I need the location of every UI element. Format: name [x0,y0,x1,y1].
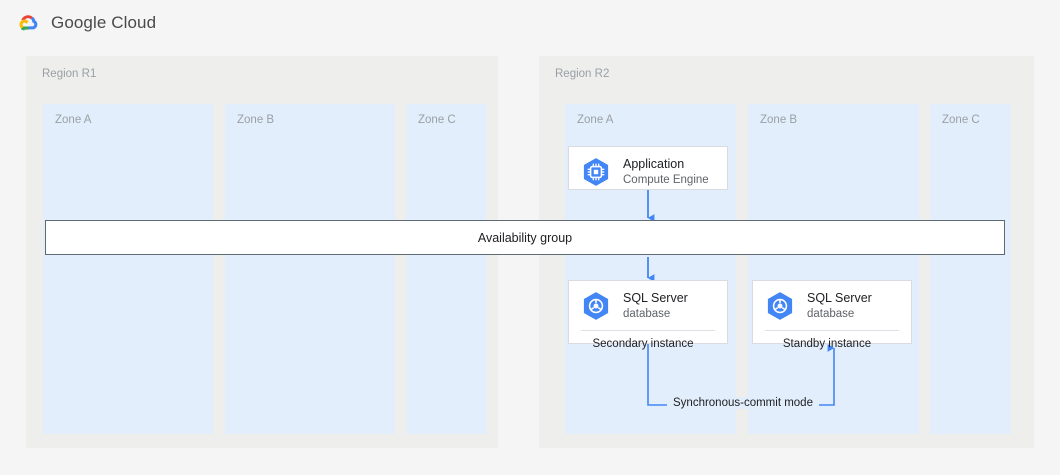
node-card-sql-server-standby[interactable]: SQL Server database Standby instance [752,280,912,350]
region-r1-label: Region R1 [42,68,97,80]
zone-label: Zone C [942,114,980,126]
zone-label: Zone A [577,114,614,126]
region-r2-zone-c: Zone C [930,104,1011,434]
node-card-application-compute-engine[interactable]: Application Compute Engine [568,146,728,190]
card-text: Application Compute Engine [623,157,709,187]
architecture-diagram: Region R1 Zone A Zone B Zone C Region R2… [0,44,1060,475]
brand-text: Google Cloud [51,13,157,32]
region-r1-zone-b: Zone B [225,104,395,434]
availability-group-bar: Availability group [45,220,1005,255]
zone-label: Zone B [237,114,275,126]
zone-label: Zone C [418,114,456,126]
card-title: Application [623,157,685,171]
app-header: Google Cloud [0,0,1060,44]
card-top: SQL Server database [753,281,911,330]
sql-server-database-icon [580,290,612,322]
card-text: SQL Server database [807,291,872,321]
card-subtitle: database [807,307,855,320]
region-r1-zone-c: Zone C [406,104,486,434]
availability-group-label: Availability group [477,230,573,245]
card-title: SQL Server [623,291,688,305]
card-title: SQL Server [807,291,872,305]
card-subtitle: database [623,307,671,320]
sql-server-database-icon [764,290,796,322]
brand: Google Cloud [16,12,156,34]
compute-engine-icon [580,156,612,188]
region-r1-zone-a: Zone A [43,104,213,434]
card-top: SQL Server database [569,281,727,330]
card-top: Application Compute Engine [569,147,727,196]
region-r2-zone-b: Zone B [748,104,919,434]
card-footer: Secondary instance [592,338,694,350]
card-divider [581,330,715,331]
synchronous-commit-mode-label: Synchronous-commit mode [667,397,819,409]
node-card-sql-server-secondary[interactable]: SQL Server database Secondary instance [568,280,728,350]
card-subtitle: Compute Engine [623,173,709,186]
card-divider [765,330,899,331]
card-text: SQL Server database [623,291,688,321]
google-cloud-logo-icon [16,12,42,34]
zone-label: Zone A [55,114,92,126]
zone-label: Zone B [760,114,798,126]
region-r2-label: Region R2 [555,68,610,80]
card-footer: Standby instance [782,338,872,350]
